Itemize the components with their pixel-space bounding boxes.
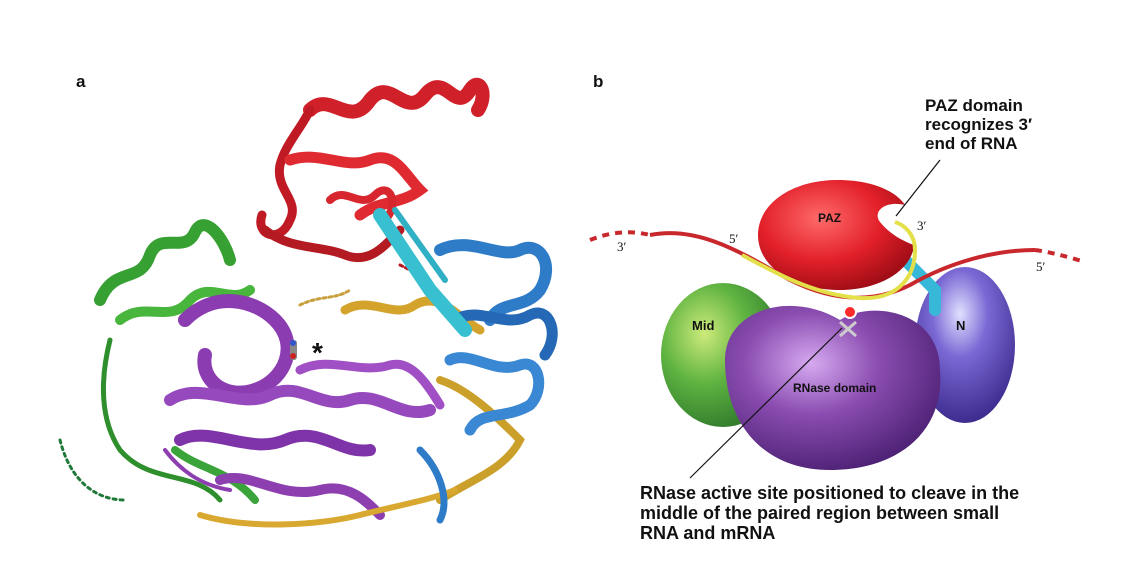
small-rna-strand [741,220,918,301]
mrna-3prime-label: 3′ [617,239,627,254]
mrna-strand-left-dashed [589,230,651,242]
rnase-annotation-line-2: middle of the paired region between smal… [640,503,1000,524]
panel-label-b: b [593,72,604,91]
rnase-annotation: RNase active site positioned to cleave i… [640,483,1019,543]
blue-domain-ribbon [416,239,558,524]
paz-domain: PAZ [758,180,914,290]
linker-strand [899,254,941,316]
protein-ribbon-structure: * [58,77,558,528]
rnase-annotation-line-1: RNase active site positioned to cleave i… [640,483,1020,503]
rnase-domain: RNase domain [725,305,941,470]
red-domain-ribbon [256,77,490,272]
paz-annotation-line-3: end of RNA [925,134,1018,154]
n-domain-label: N [956,318,965,333]
mid-domain-label: Mid [692,318,714,333]
paz-annotation: PAZ domain recognizes 3′ end of RNA [925,96,1032,153]
panel-label-a: a [76,72,86,91]
small-rna-3prime-label: 3′ [917,218,927,233]
purple-domain-ribbon [163,294,445,520]
gold-domain-ribbon [197,288,525,528]
paz-annotation-line-2: recognizes 3′ [925,115,1033,135]
paz-annotation-line-1: PAZ domain [925,96,1023,115]
mrna-5prime-label: 5′ [1036,259,1046,274]
cyan-strand-ribbon [373,207,472,337]
rnase-domain-label: RNase domain [793,381,876,395]
rnase-annotation-line-3: RNA and mRNA [640,523,776,544]
paz-domain-label: PAZ [818,211,841,225]
paz-pointer-line [895,159,941,217]
asterisk-marker: * [312,337,323,368]
mrna-strand-right-dashed [1034,248,1086,264]
active-site-ligand [290,340,297,360]
active-site-marker [839,305,857,338]
small-rna-5prime-label: 5′ [729,231,739,246]
rnase-pointer-line [689,327,843,479]
